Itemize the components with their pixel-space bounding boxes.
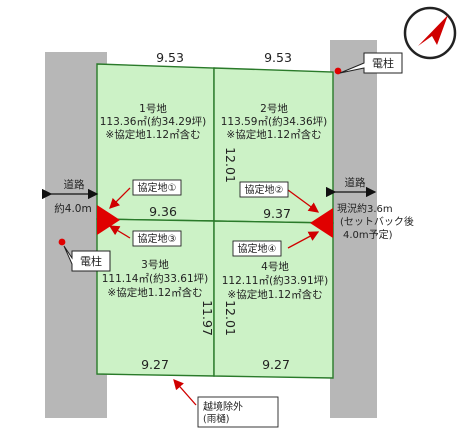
lot-2-area: 113.59㎡(約34.36坪) [221,115,328,128]
agreement-2-arrow [287,189,320,213]
agreement-plot-left [97,205,120,235]
lot-1-name: 1号地 [139,102,167,115]
dim-vertical-lower-right: 12.01 [223,300,238,336]
road-right-status-1: 現況約3.6m [337,202,393,215]
pole-label-left: 電柱 [80,254,102,268]
dim-top-left: 9.53 [156,50,184,65]
road-right-label: 道路 [345,176,366,189]
lot-3-area: 111.14㎡(約33.61坪) [102,272,209,285]
agreement-1-arrow [109,187,131,209]
dim-vertical-upper: 12.01 [223,147,238,183]
pole-callout-right [339,52,403,74]
utility-pole-right [334,67,342,75]
lot-1-area: 113.36㎡(約34.29坪) [100,115,207,128]
lot-3-note: ※協定地1.12㎡含む [107,286,202,299]
lot-2-note: ※協定地1.12㎡含む [226,128,321,141]
dim-vertical-lower-left: 11.97 [200,300,215,336]
road-right-status-3: 4.0m予定) [343,228,393,241]
pole-callout-left [63,245,111,272]
lot-3-name: 3号地 [141,258,169,271]
dim-top-right: 9.53 [264,50,292,65]
dim-mid-left: 9.36 [149,204,177,219]
north-arrow-icon [403,6,457,60]
road-left-width: 約4.0m [54,202,91,215]
road-right [330,40,377,418]
agreement-2-label: 協定地② [245,183,284,196]
lot-4 [213,220,334,379]
dim-bottom-left: 9.27 [141,357,169,372]
agreement-3-label: 協定地③ [138,232,177,245]
lot-2-name: 2号地 [260,102,288,115]
encroachment-label: 越境除外 [203,400,243,413]
dim-bottom-right: 9.27 [262,357,290,372]
lot-4-note: ※協定地1.12㎡含む [227,288,322,301]
dim-mid-right: 9.37 [263,206,291,221]
agreement-2-box [239,181,289,198]
agreement-3-arrow [108,225,131,239]
agreement-plot-right [310,208,333,238]
agreement-4-arrow [287,231,320,249]
lot-2 [213,67,334,224]
encroachment-box [197,396,279,428]
encroachment-pointer [173,379,197,406]
lot-1 [96,63,215,222]
agreement-1-label: 協定地① [138,181,177,194]
agreement-4-box [232,240,282,257]
lots [96,63,334,379]
road-left-label: 道路 [64,178,85,191]
pole-label-right: 電柱 [372,56,394,70]
lot-1-note: ※協定地1.12㎡含む [105,128,200,141]
agreement-1-box [132,179,182,196]
lot-4-area: 112.11㎡(約33.91坪) [222,274,329,287]
agreement-4-label: 協定地④ [238,242,277,255]
utility-pole-left [58,238,66,246]
agreement-3-box [132,230,182,247]
road-right-status-2: (セットバック後 [340,215,414,228]
lot-4-name: 4号地 [261,260,289,273]
encroachment-sub: (雨樋) [203,413,229,425]
